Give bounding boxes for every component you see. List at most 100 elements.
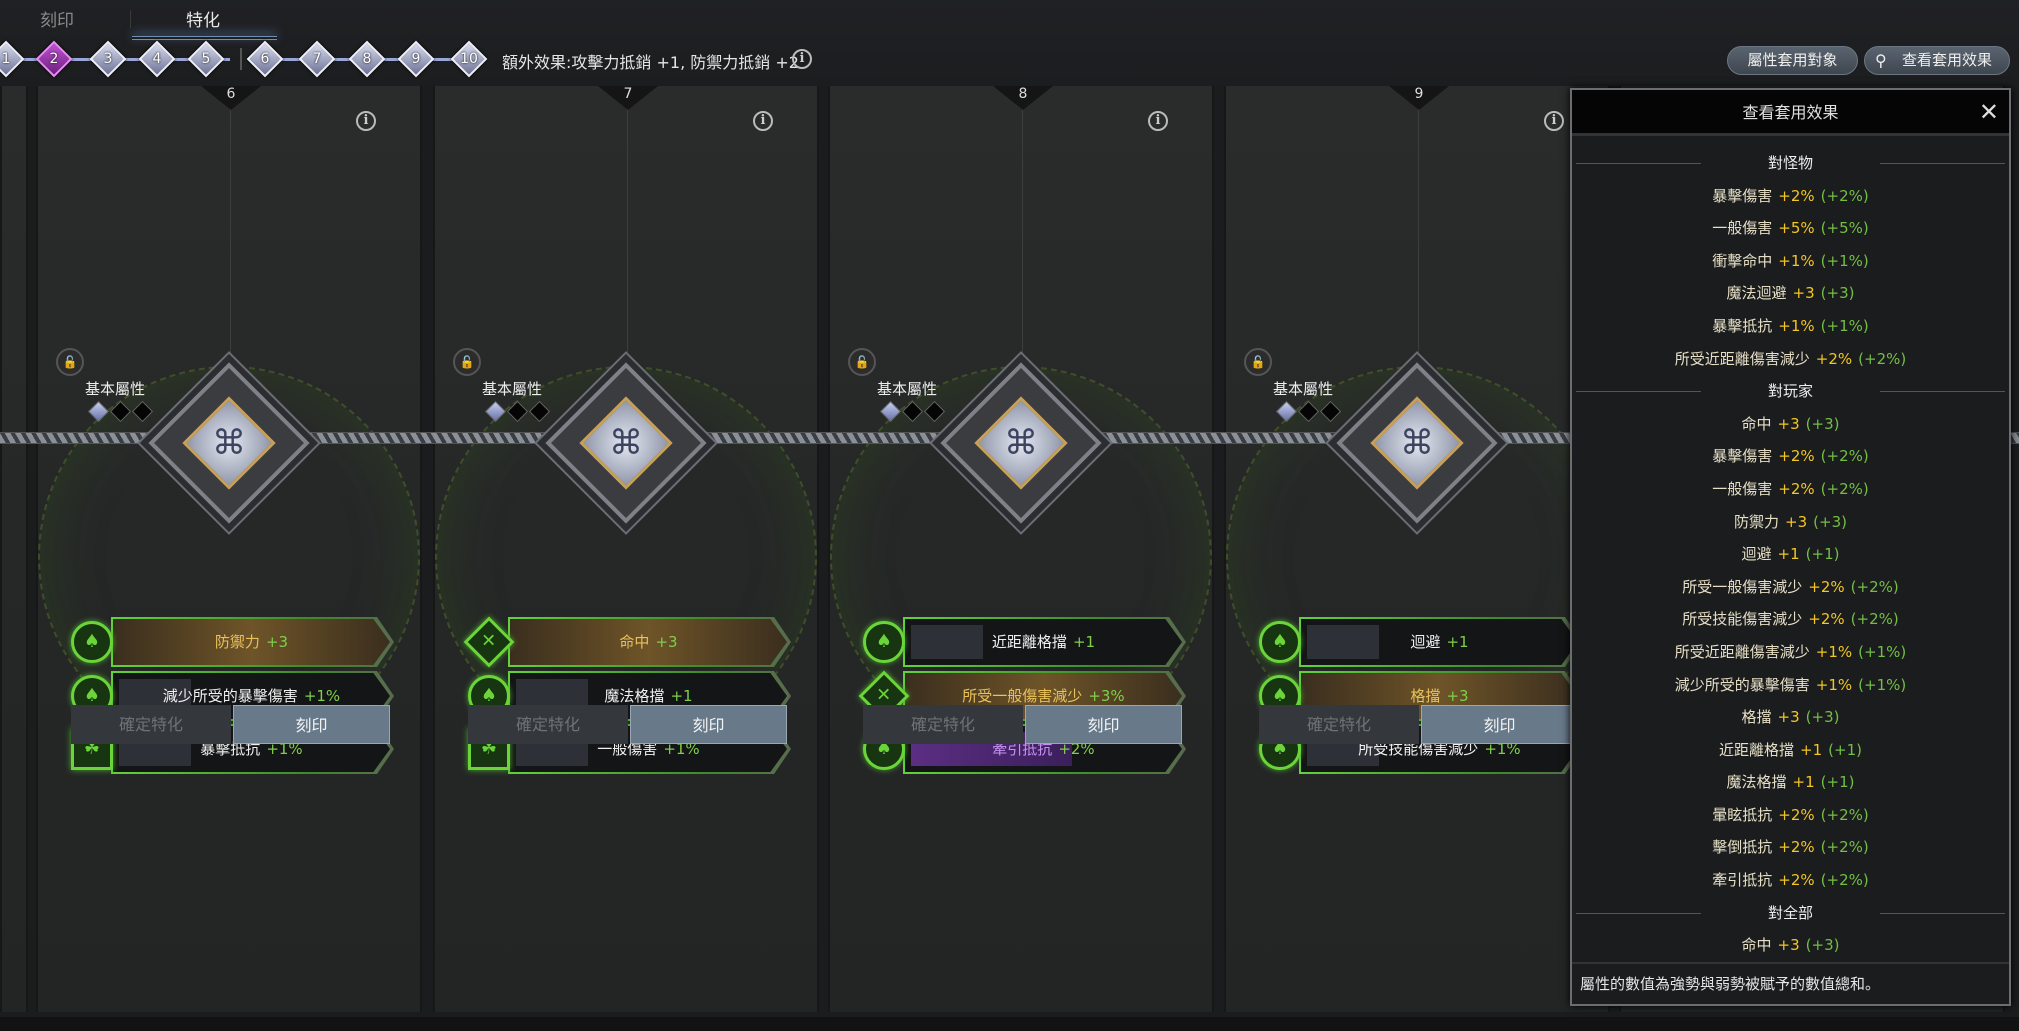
- effect-item: 一般傷害+5%(+5%): [1572, 212, 2009, 245]
- effect-value: +2%: [1778, 838, 1815, 857]
- stat-row[interactable]: 命中 +3: [510, 619, 787, 665]
- stat-value: +3: [655, 633, 678, 651]
- node-label: 1: [1, 51, 11, 67]
- tab-specialize[interactable]: 特化: [186, 11, 220, 31]
- effect-name: 格擋: [1741, 708, 1772, 727]
- effect-total: (+3): [1813, 512, 1847, 531]
- effect-total: (+2%): [1820, 838, 1869, 857]
- effect-total: (+5%): [1820, 219, 1869, 238]
- emblem-core: ⌘: [1370, 396, 1464, 490]
- stat-name: 一般傷害: [597, 740, 658, 758]
- attribute-gems: [87, 400, 157, 423]
- section-title: 對玩家: [1572, 375, 2009, 408]
- unlock-icon[interactable]: 🔓: [1244, 348, 1272, 376]
- stat-row[interactable]: 迴避+1: [1301, 619, 1578, 665]
- effect-name: 所受技能傷害減少: [1682, 610, 1803, 629]
- stat-value: +3%: [1088, 687, 1125, 705]
- effect-value: +3: [1777, 708, 1800, 727]
- effect-total: (+1%): [1858, 642, 1907, 661]
- stat-value: +3: [265, 633, 289, 651]
- confirm-specialize-button[interactable]: 確定特化: [71, 705, 231, 744]
- card-number: 8: [1018, 86, 1028, 102]
- engrave-button[interactable]: 刻印: [1025, 705, 1182, 744]
- node-5[interactable]: 5: [187, 40, 225, 78]
- panel-title: 查看套用效果: [1742, 103, 1839, 122]
- stat-label: 減少所受的暴擊傷害 +1%: [113, 673, 390, 719]
- info-icon[interactable]: i: [792, 49, 812, 69]
- effect-value: +3: [1777, 936, 1800, 955]
- node-10[interactable]: 10: [450, 40, 488, 78]
- effect-item: 防禦力+3(+3): [1572, 506, 2009, 539]
- unlock-icon[interactable]: 🔓: [848, 348, 876, 376]
- node-4[interactable]: 4: [138, 40, 176, 78]
- card-partial-left: [0, 86, 28, 1012]
- section-title: 對全部: [1572, 897, 2009, 930]
- unlock-icon[interactable]: 🔓: [56, 348, 84, 376]
- stat-row[interactable]: 近距離格擋+1: [905, 619, 1182, 665]
- effect-value: +2%: [1778, 871, 1815, 890]
- close-icon[interactable]: ✕: [1978, 98, 1999, 126]
- stat-label: 所受一般傷害減少 +3%: [905, 673, 1182, 719]
- engrave-button[interactable]: 刻印: [1421, 705, 1578, 744]
- node-6[interactable]: 6: [246, 40, 284, 78]
- effect-total: (+2%): [1820, 871, 1869, 890]
- effect-item: 擊倒抵抗 +2% (+2%): [1572, 831, 2009, 864]
- node-8[interactable]: 8: [348, 40, 386, 78]
- effect-total: (+2%): [1858, 349, 1907, 368]
- center-line: [1418, 106, 1419, 446]
- effect-value: +2%: [1815, 349, 1853, 368]
- info-icon[interactable]: i: [1544, 111, 1564, 131]
- effect-name: 魔法迴避: [1726, 284, 1787, 303]
- stat-value: +1%: [303, 687, 341, 705]
- bottom-bar: [0, 1017, 2019, 1031]
- node-3[interactable]: 3: [89, 40, 127, 78]
- effect-name: 防禦力: [1734, 512, 1780, 531]
- gem-icon: [1319, 400, 1342, 423]
- effect-value: +2%: [1778, 805, 1815, 824]
- info-icon[interactable]: i: [753, 111, 773, 131]
- stat-name: 所受一般傷害減少: [962, 687, 1083, 705]
- info-icon[interactable]: i: [356, 111, 376, 131]
- engrave-button[interactable]: 刻印: [233, 705, 390, 744]
- node-9[interactable]: 9: [397, 40, 435, 78]
- node-1[interactable]: 1: [0, 40, 25, 78]
- gem-icon: [87, 400, 110, 423]
- node-7[interactable]: 7: [298, 40, 336, 78]
- effect-value: +2%: [1778, 447, 1815, 466]
- helmet-circle-icon: ♠: [1259, 621, 1301, 663]
- engrave-button[interactable]: 刻印: [630, 705, 787, 744]
- unlock-icon[interactable]: 🔓: [453, 348, 481, 376]
- stat-name: 命中: [619, 633, 650, 651]
- effect-name: 命中: [1741, 936, 1772, 955]
- effect-value: +2%: [1808, 610, 1845, 629]
- effect-name: 擊倒抵抗: [1712, 838, 1773, 857]
- info-icon[interactable]: i: [1148, 111, 1168, 131]
- confirm-specialize-button[interactable]: 確定特化: [468, 705, 628, 744]
- stat-value: +3: [1446, 687, 1469, 705]
- effect-name: 一般傷害: [1712, 219, 1773, 238]
- section-title: 對怪物: [1572, 147, 2009, 180]
- effect-total: (+1): [1805, 545, 1840, 564]
- apply-target-button[interactable]: 屬性套用對象: [1727, 46, 1858, 75]
- effect-name: 所受一般傷害減少: [1682, 577, 1803, 596]
- stat-row[interactable]: 防禦力 +3: [113, 619, 390, 665]
- effect-name: 暴擊傷害: [1712, 186, 1773, 205]
- confirm-specialize-button[interactable]: 確定特化: [863, 705, 1023, 744]
- view-effect-label: 查看套用效果: [1901, 51, 1992, 69]
- node-2[interactable]: 2: [35, 40, 73, 78]
- view-effect-button[interactable]: ⚲ 查看套用效果: [1864, 46, 2010, 75]
- tab-engrave[interactable]: 刻印: [40, 11, 74, 31]
- effect-name: 暈眩抵抗: [1712, 805, 1773, 824]
- effect-item: 暴擊抵抗+1%(+1%): [1572, 310, 2009, 343]
- gem-icon: [484, 400, 507, 423]
- stat-value: +1%: [1484, 740, 1521, 758]
- attribute-gems: [1275, 400, 1345, 423]
- stat-name: 減少所受的暴擊傷害: [162, 687, 298, 705]
- effect-name: 牽引抵抗: [1712, 871, 1773, 890]
- gem-icon: [879, 400, 902, 423]
- node-label: 3: [103, 51, 113, 67]
- confirm-specialize-button[interactable]: 確定特化: [1259, 705, 1419, 744]
- stat-name: 防禦力: [214, 633, 260, 651]
- emblem-core: ⌘: [579, 396, 673, 490]
- effect-value: +2%: [1778, 479, 1815, 498]
